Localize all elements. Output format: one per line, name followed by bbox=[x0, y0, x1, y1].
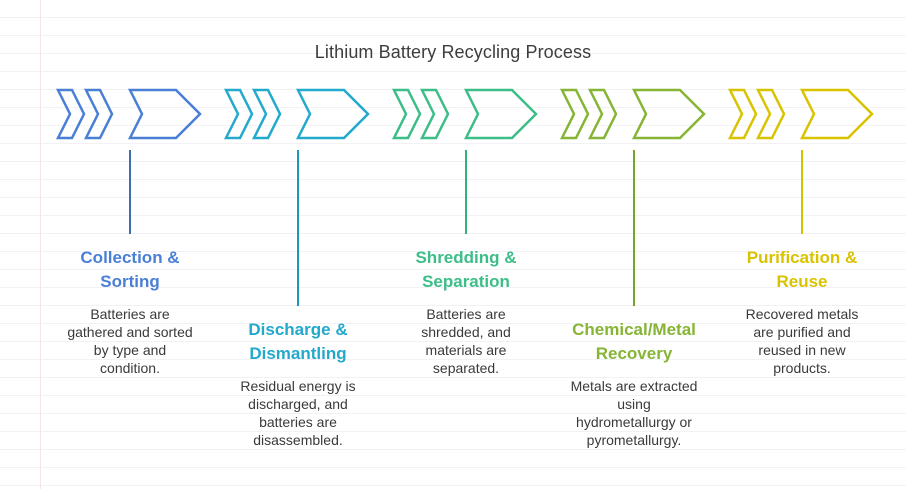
step-description-line: discharged, and bbox=[248, 396, 348, 412]
step-title: Chemical/Metal Recovery bbox=[550, 318, 718, 366]
step-description-line: Residual energy is bbox=[240, 378, 356, 394]
connector-line bbox=[129, 150, 131, 234]
step-description: Metals are extracted using hydrometallur… bbox=[550, 377, 718, 449]
step-description-line: materials are bbox=[425, 342, 507, 358]
chevron-arrows-icon bbox=[391, 88, 538, 140]
step-description: Recovered metals are purified and reused… bbox=[718, 305, 886, 377]
step-description-line: products. bbox=[773, 360, 831, 376]
step-title: Purification & Reuse bbox=[718, 246, 886, 294]
chevron-arrows-icon bbox=[55, 88, 202, 140]
step-description: Batteries are gathered and sorted by typ… bbox=[46, 305, 214, 377]
step-description-line: shredded, and bbox=[421, 324, 511, 340]
connector-line bbox=[801, 150, 803, 234]
step-title: Collection & Sorting bbox=[46, 246, 214, 294]
step-description-line: using bbox=[617, 396, 651, 412]
chevron-arrows-icon bbox=[223, 88, 370, 140]
step-title-line: Dismantling bbox=[249, 344, 347, 363]
step-description-line: Recovered metals bbox=[745, 306, 859, 322]
process-step-shredding: Shredding & Separation Batteries are shr… bbox=[382, 0, 550, 489]
step-description-line: condition. bbox=[100, 360, 160, 376]
process-step-collection: Collection & Sorting Batteries are gathe… bbox=[46, 0, 214, 489]
step-description-line: are purified and bbox=[753, 324, 851, 340]
chevron-arrows-icon bbox=[727, 88, 874, 140]
step-description: Residual energy is discharged, and batte… bbox=[214, 377, 382, 449]
step-description-line: batteries are bbox=[259, 414, 337, 430]
step-title: Discharge & Dismantling bbox=[214, 318, 382, 366]
process-step-chemical-recovery: Chemical/Metal Recovery Metals are extra… bbox=[550, 0, 718, 489]
step-description: Batteries are shredded, and materials ar… bbox=[382, 305, 550, 377]
step-title-line: Sorting bbox=[100, 272, 160, 291]
process-step-purification: Purification & Reuse Recovered metals ar… bbox=[718, 0, 886, 489]
step-description-line: by type and bbox=[93, 342, 167, 358]
page-margin-line bbox=[40, 0, 41, 489]
step-description-line: Metals are extracted bbox=[570, 378, 698, 394]
step-title-line: Chemical/Metal bbox=[572, 320, 696, 339]
connector-line bbox=[633, 150, 635, 306]
process-step-discharge: Discharge & Dismantling Residual energy … bbox=[214, 0, 382, 489]
step-title-line: Separation bbox=[422, 272, 510, 291]
step-description-line: Batteries are bbox=[90, 306, 170, 322]
chevron-arrows-icon bbox=[559, 88, 706, 140]
step-title-line: Collection & bbox=[80, 248, 180, 267]
step-title-line: Discharge & bbox=[248, 320, 348, 339]
step-title: Shredding & Separation bbox=[382, 246, 550, 294]
step-title-line: Purification & bbox=[746, 248, 858, 267]
step-description-line: reused in new bbox=[758, 342, 846, 358]
connector-line bbox=[465, 150, 467, 234]
step-description-line: gathered and sorted bbox=[67, 324, 193, 340]
step-title-line: Recovery bbox=[595, 344, 673, 363]
step-description-line: separated. bbox=[432, 360, 500, 376]
connector-line bbox=[297, 150, 299, 306]
step-description-line: disassembled. bbox=[253, 432, 343, 448]
step-description-line: hydrometallurgy or bbox=[576, 414, 692, 430]
step-description-line: pyrometallurgy. bbox=[586, 432, 682, 448]
diagram-title: Lithium Battery Recycling Process bbox=[314, 42, 592, 62]
step-description-line: Batteries are bbox=[426, 306, 506, 322]
step-title-line: Reuse bbox=[776, 272, 828, 291]
step-title-line: Shredding & bbox=[415, 248, 517, 267]
